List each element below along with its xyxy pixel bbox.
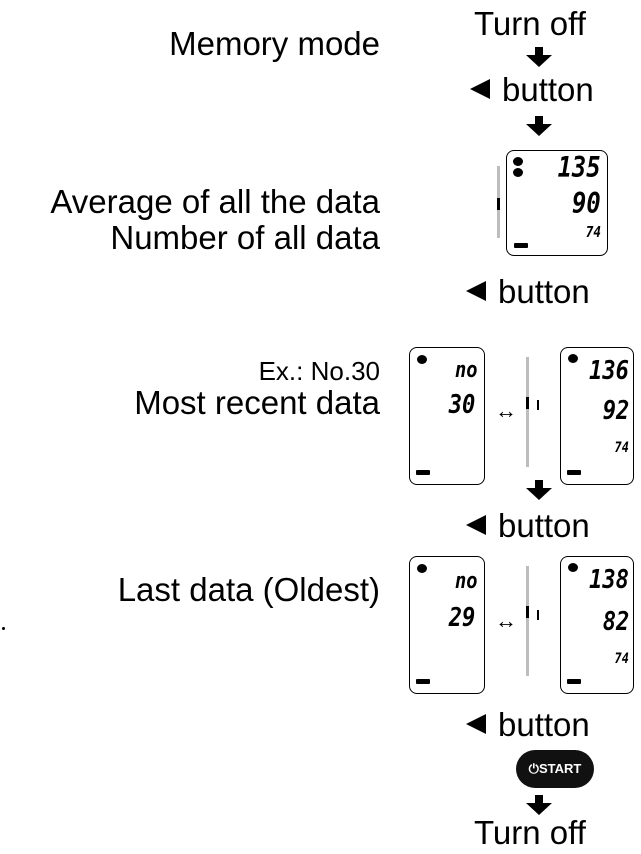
battery-icon — [416, 679, 430, 684]
no-text: no — [454, 358, 477, 383]
dia-value: 90 — [572, 187, 601, 220]
pulse-value: 74 — [614, 440, 629, 456]
average-display: 135 90 74 — [506, 150, 608, 256]
left-button-row-2[interactable]: button — [466, 274, 590, 310]
double-arrow-icon: ↔ — [495, 608, 517, 633]
last-data-label: Last data (Oldest) — [117, 571, 380, 608]
example-label: Ex.: No.30 — [258, 356, 380, 386]
down-arrow-icon — [526, 480, 552, 500]
recent-value-display: 136 92 74 — [560, 347, 634, 485]
sys-value: 135 — [558, 151, 601, 184]
down-arrow-icon — [526, 116, 552, 136]
cuff-indicator-bar — [526, 566, 529, 676]
left-button-row-3[interactable]: button — [466, 508, 590, 544]
left-button-row-1[interactable]: button — [470, 72, 594, 108]
recent-number-display: no 30 — [409, 347, 485, 485]
battery-icon — [416, 470, 430, 475]
left-triangle-icon — [466, 281, 486, 301]
no-text: no — [454, 569, 477, 594]
oldest-number-display: no 29 — [409, 556, 485, 694]
record-number: 29 — [448, 603, 475, 633]
cuff-indicator-bar — [526, 357, 529, 467]
stray-dot — [2, 627, 5, 630]
cuff-indicator-bar — [497, 166, 500, 238]
battery-icon — [567, 679, 581, 684]
memory-mode-label: Memory mode — [169, 25, 380, 62]
indicator-tick — [537, 400, 539, 410]
pulse-value: 74 — [585, 223, 601, 241]
most-recent-label: Most recent data — [134, 384, 380, 421]
record-number: 30 — [448, 390, 475, 420]
down-arrow-icon — [526, 47, 552, 67]
dia-value: 92 — [602, 396, 629, 426]
memory-icon — [513, 157, 523, 166]
number-label: Number of all data — [110, 219, 380, 256]
battery-icon — [567, 470, 581, 475]
indicator-tick — [537, 610, 539, 620]
left-triangle-icon — [466, 515, 486, 535]
double-arrow-icon: ↔ — [495, 398, 517, 423]
start-button[interactable]: ⏻START — [516, 750, 594, 788]
dia-value: 82 — [602, 607, 629, 637]
left-triangle-icon — [470, 79, 490, 99]
average-label: Average of all the data — [50, 183, 380, 220]
sys-value: 138 — [589, 565, 629, 595]
oldest-value-display: 138 82 74 — [560, 556, 634, 694]
left-triangle-icon — [466, 714, 486, 734]
memory-icon — [568, 563, 578, 572]
power-icon: ⏻ — [528, 761, 539, 776]
pulse-value: 74 — [614, 651, 629, 667]
turn-off-bottom-label: Turn off — [474, 814, 586, 851]
memory-icon — [417, 355, 427, 364]
memory-icon — [417, 564, 427, 573]
left-button-row-4[interactable]: button — [466, 707, 590, 743]
sys-value: 136 — [589, 356, 629, 386]
battery-icon — [514, 243, 528, 248]
memory-icon — [513, 168, 523, 177]
memory-icon — [568, 354, 578, 363]
turn-off-top-label: Turn off — [474, 5, 586, 42]
down-arrow-icon — [526, 795, 552, 815]
